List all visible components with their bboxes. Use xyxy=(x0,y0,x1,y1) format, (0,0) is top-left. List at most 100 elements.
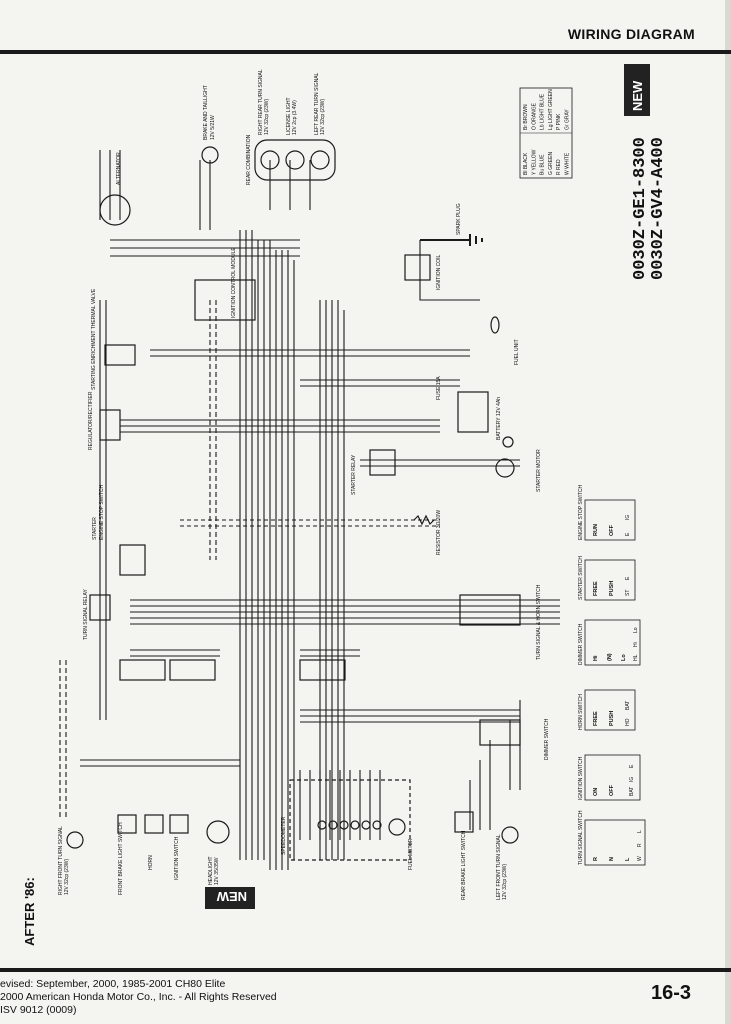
regulator-box xyxy=(99,409,121,441)
legend-entry: Br BROWN xyxy=(523,104,529,130)
label-brake-taillight: BRAKE AND TAILLIGHT xyxy=(203,85,209,140)
page-title: WIRING DIAGRAM xyxy=(567,26,695,42)
svg-text:E: E xyxy=(625,576,631,580)
label-headlight: HEADLIGHT xyxy=(208,856,214,885)
svg-text:N: N xyxy=(609,857,615,861)
table-dimmer: DIMMER SWITCH Hi (N) Lo HL Hi Lo xyxy=(578,619,641,666)
svg-text:HO: HO xyxy=(625,718,631,726)
label-left-rear-turn: LEFT REAR TURN SIGNAL xyxy=(314,72,320,135)
label-right-front-rating: 12V 32cp (23W) xyxy=(64,859,70,895)
horn-box xyxy=(144,814,164,834)
label-left-front-rating: 12V 32cp (23W) xyxy=(502,864,508,900)
svg-text:R: R xyxy=(593,857,599,861)
starter-relay-box xyxy=(369,449,396,476)
turn-horn-switch-box xyxy=(459,594,521,626)
table-starter: STARTER SWITCH FREE PUSH ST E xyxy=(578,556,636,601)
left-connector-block xyxy=(119,659,166,681)
label-spark-plug: SPARK PLUG xyxy=(456,203,462,235)
label-dimmer-switch: DIMMER SWITCH xyxy=(544,718,550,760)
right-rear-turn-bulb xyxy=(260,150,280,170)
part-code-1: 0030Z-GE1-8300 xyxy=(631,137,650,280)
engine-stop-switch-box xyxy=(119,544,146,576)
svg-text:E: E xyxy=(629,764,635,768)
legend-entry: R RED xyxy=(556,159,562,175)
dimmer-switch-box xyxy=(479,719,521,746)
label-rear-brake-switch: REAR BRAKE LIGHT SWITCH xyxy=(461,830,467,900)
label-fuel-meter: FUEL METER xyxy=(408,838,414,870)
left-front-turn-bulb xyxy=(501,826,519,844)
label-ignition-switch: IGNITION SWITCH xyxy=(174,836,180,880)
svg-text:ENGINE STOP SWITCH: ENGINE STOP SWITCH xyxy=(578,485,584,540)
legend-entry: Y YELLOW xyxy=(531,149,537,175)
ignition-coil-box xyxy=(404,254,431,281)
fuel-unit-float xyxy=(490,316,500,334)
label-rear-combination: REAR COMBINATION xyxy=(246,134,252,185)
label-regulator: REGULATOR/RECTIFIER xyxy=(88,391,94,450)
page-number: 16-3 xyxy=(650,982,691,1004)
label-brake-taillight-rating: 12V 5/21W xyxy=(210,115,216,140)
label-horn: HORN xyxy=(148,855,154,870)
svg-text:STARTER SWITCH: STARTER SWITCH xyxy=(578,556,584,600)
legend-entry: Bl BLACK xyxy=(523,152,529,175)
label-license-rating: 12V 2cp (3.4W) xyxy=(292,100,298,135)
label-alternator: ALTERNATOR xyxy=(116,152,122,185)
svg-text:HL: HL xyxy=(633,654,639,661)
section-label: AFTER '86: xyxy=(22,877,37,946)
label-engine-stop-switch: ENGINE STOP SWITCH xyxy=(99,485,105,540)
footer-revision: evised: September, 2000, 1985-2001 CH80 … xyxy=(0,978,226,990)
resistor-symbol xyxy=(413,514,435,526)
license-light-bulb xyxy=(285,150,305,170)
new-badge-bottom: NEW xyxy=(205,887,255,909)
svg-text:ON: ON xyxy=(593,788,599,796)
footer-code: ISV 9012 (0009) xyxy=(0,1004,77,1016)
label-resistor: RESISTOR 3Ω/20W xyxy=(436,510,442,555)
label-starter-motor: STARTER MOTOR xyxy=(536,449,542,492)
brake-taillight-bulb xyxy=(201,146,219,164)
svg-text:OFF: OFF xyxy=(609,524,615,536)
label-fuel-unit: FUEL UNIT xyxy=(514,339,520,365)
part-code-2: 0030Z-GV4-A400 xyxy=(649,137,668,280)
svg-text:Hi: Hi xyxy=(593,655,599,661)
svg-text:PUSH: PUSH xyxy=(609,711,615,726)
table-horn: HORN SWITCH FREE PUSH HO BAT xyxy=(578,689,636,731)
legend-entry: P PINK xyxy=(556,113,562,130)
svg-text:RUN: RUN xyxy=(593,524,599,536)
legend-entry: G GREEN xyxy=(548,152,554,175)
label-starter-switch: STARTER xyxy=(92,517,98,540)
new-badge-top: NEW xyxy=(624,64,650,116)
alternator-symbol xyxy=(99,194,131,226)
legend-entry: Gr GRAY xyxy=(565,109,571,130)
ignition-module-box xyxy=(194,279,256,321)
fuel-meter-gauge xyxy=(388,818,406,836)
legend-entry: Bu BLUE xyxy=(540,154,546,175)
ignition-switch-box xyxy=(169,814,189,834)
legend-entry: Lg LIGHT GREEN xyxy=(548,89,554,130)
legend-entry: W WHITE xyxy=(565,152,571,175)
label-right-front-turn: RIGHT FRONT TURN SIGNAL xyxy=(58,826,64,895)
component-labels: ALTERNATOR BRAKE AND TAILLIGHT 12V 5/21W… xyxy=(58,69,550,900)
label-left-front-turn: LEFT FRONT TURN SIGNAL xyxy=(496,834,502,900)
svg-text:W: W xyxy=(637,856,643,861)
label-battery: BATTERY 12V 4Ah xyxy=(496,397,502,440)
label-starter-relay: STARTER RELAY xyxy=(351,454,357,495)
right-connector-block xyxy=(299,659,346,681)
label-front-brake-switch: FRONT BRAKE LIGHT SWITCH xyxy=(118,822,124,895)
label-turn-signal-relay: TURN SIGNAL RELAY xyxy=(83,588,89,640)
svg-text:L: L xyxy=(637,830,643,833)
footer-rule xyxy=(0,968,731,972)
speedometer-housing xyxy=(289,779,411,861)
label-right-rear-rating: 12V 32cp (23W) xyxy=(264,99,270,135)
label-headlight-rating: 12V 35/35W xyxy=(214,857,220,885)
svg-text:Lo: Lo xyxy=(633,627,639,633)
header-rule xyxy=(0,50,731,54)
rear-brake-switch-box xyxy=(454,811,474,833)
turn-signal-relay-box xyxy=(89,594,111,621)
svg-text:DIMMER SWITCH: DIMMER SWITCH xyxy=(578,623,584,665)
svg-text:BAT: BAT xyxy=(629,787,635,796)
front-brake-switch-box xyxy=(117,814,137,834)
svg-text:FREE: FREE xyxy=(593,581,599,596)
svg-text:IGNITION SWITCH: IGNITION SWITCH xyxy=(578,756,584,800)
battery-box xyxy=(457,391,489,433)
